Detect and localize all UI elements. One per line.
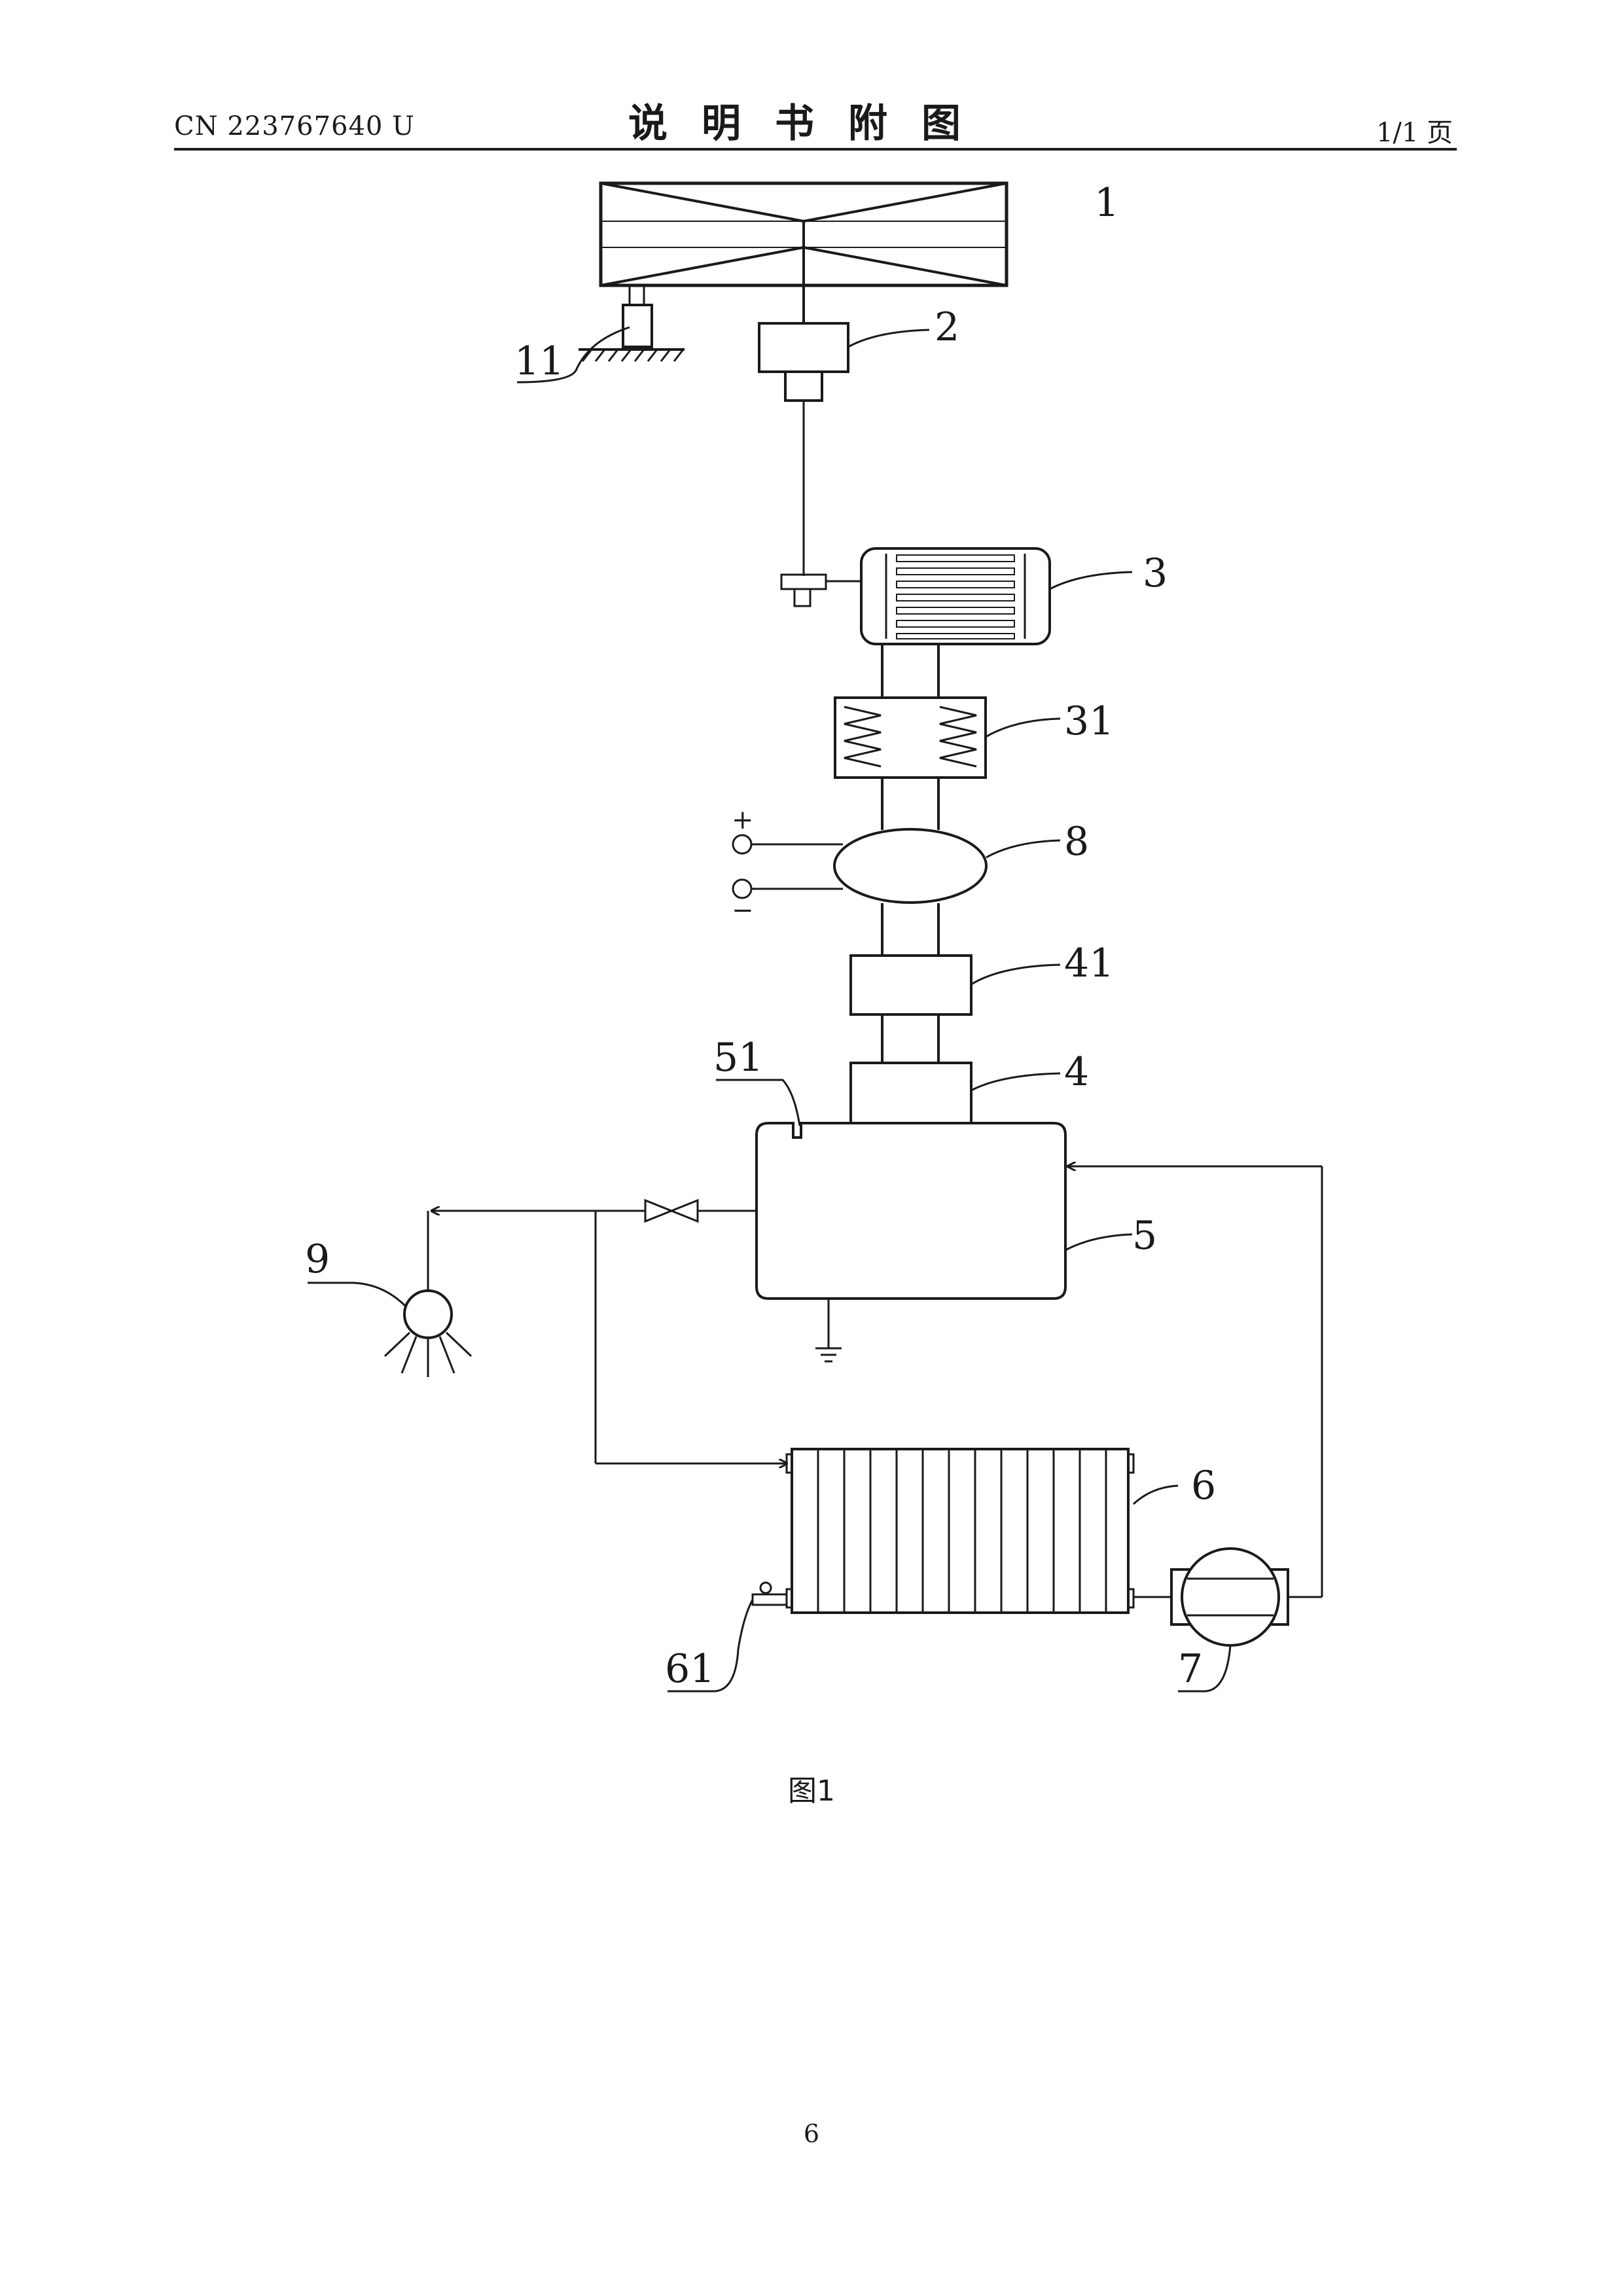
label-2: 2 (935, 304, 959, 350)
label-4: 4 (1064, 1049, 1089, 1095)
label-5: 5 (1132, 1213, 1157, 1259)
label-61: 61 (665, 1646, 715, 1692)
component-1-solar-panel (601, 183, 1007, 323)
page-number: 6 (0, 2119, 1623, 2148)
component-4-box (851, 1063, 1060, 1123)
figure-caption: 图1 (0, 1767, 1623, 1809)
label-minus: − (732, 895, 754, 925)
component-5-tank (757, 1123, 1132, 1361)
component-8-generator (733, 829, 1060, 903)
label-11: 11 (514, 338, 564, 384)
label-plus: + (732, 805, 754, 835)
label-7: 7 (1178, 1646, 1203, 1692)
label-6: 6 (1191, 1463, 1216, 1509)
shaft-coupling (781, 575, 861, 606)
label-9: 9 (305, 1236, 330, 1282)
pipework (428, 1166, 1322, 1597)
component-9-lamp (308, 1283, 471, 1377)
label-3: 3 (1143, 550, 1168, 596)
label-8: 8 (1064, 819, 1089, 865)
leader-51 (716, 1080, 800, 1126)
component-2-controller (759, 323, 929, 576)
label-1: 1 (1094, 180, 1119, 226)
component-6-radiator (787, 1449, 1178, 1613)
label-51: 51 (713, 1035, 763, 1081)
component-41-box (851, 956, 1060, 1014)
component-3-motor (861, 548, 1132, 644)
component-31-spring-coupling (835, 698, 1060, 778)
shaft (882, 644, 938, 1063)
label-31: 31 (1064, 698, 1114, 744)
label-41: 41 (1064, 941, 1114, 986)
